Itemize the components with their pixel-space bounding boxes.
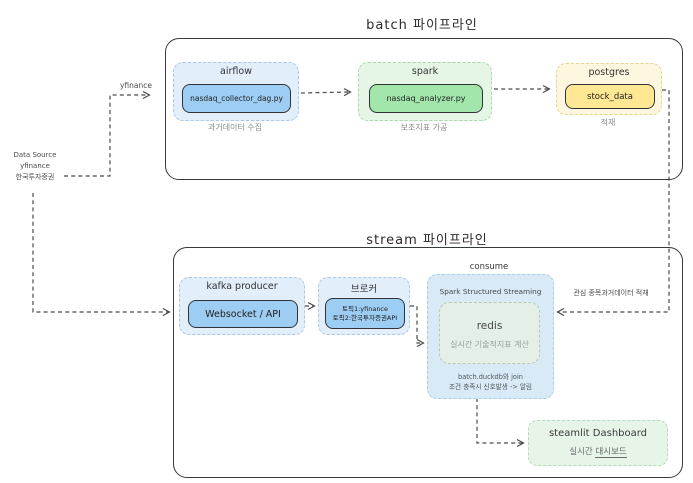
airflow-caption: 과거데이터 수집	[207, 123, 263, 132]
kafka-producer-label: kafka producer	[206, 281, 278, 292]
consume-group[interactable]: Spark Structured Streaming redis 실시간 기술적…	[427, 274, 554, 399]
airflow-group[interactable]: airflow nasdaq_collector_dag.py	[173, 62, 299, 121]
spark-job-node[interactable]: nasdaq_analyzer.py	[369, 84, 483, 113]
data-source-line1: Data Source	[13, 151, 57, 159]
batch-pipeline-title: batch 파이프라인	[366, 18, 478, 33]
redis-caption: 실시간 기술적지표 계산	[450, 340, 529, 349]
stream-pipeline-frame[interactable]	[173, 247, 683, 478]
kafka-producer-group[interactable]: kafka producer Websocket / API	[179, 277, 305, 335]
postgres-label: postgres	[588, 67, 630, 78]
broker-group[interactable]: 브로커 토픽1:yfinance 토픽2:한국투자증권API	[318, 277, 410, 335]
dashboard-caption-emph: 대시보드	[595, 447, 627, 458]
edge-datasource-to-kafka[interactable]	[32, 193, 171, 317]
broker-label: 브로커	[350, 284, 378, 295]
join-note: batch.duckdb와 join	[458, 373, 523, 381]
dashboard-title: steamlit Dashboard	[548, 428, 648, 439]
broker-topic1: 토픽1:yfinance	[341, 305, 389, 314]
broker-topics-node[interactable]: 토픽1:yfinance 토픽2:한국투자증권API	[325, 298, 405, 329]
yfinance-edge-label: yfinance	[119, 81, 152, 90]
signal-note: 조건 충족시 신호발생 -> 알림	[448, 383, 533, 391]
websocket-api-node[interactable]: Websocket / API	[188, 300, 298, 328]
dashboard-caption: 실시간 대시보드	[529, 445, 667, 458]
edge-datasource-to-airflow[interactable]	[64, 90, 151, 177]
postgres-caption: 적재	[600, 118, 616, 127]
spark-streaming-label: Spark Structured Streaming	[439, 287, 542, 296]
spark-label: spark	[411, 66, 439, 77]
spark-caption: 보조지표 가공	[400, 123, 448, 132]
postgres-group[interactable]: postgres stock_data	[556, 63, 662, 115]
stream-pipeline-title: stream 파이프라인	[366, 233, 488, 248]
dashboard-caption-prefix: 실시간	[569, 447, 596, 457]
consume-label: consume	[469, 262, 509, 272]
redis-label: redis	[476, 320, 503, 332]
redis-node[interactable]: redis 실시간 기술적지표 계산	[439, 302, 540, 364]
spark-group[interactable]: spark nasdaq_analyzer.py	[358, 62, 492, 121]
data-source-label: Data Source yfinance 한국투자증권	[4, 150, 66, 183]
broker-topic2: 토픽2:한국투자증권API	[332, 313, 398, 322]
watchlist-edge-label: 관심 종목과거데이터 적재	[573, 289, 649, 297]
data-source-line2: yfinance	[20, 162, 50, 170]
airflow-label: airflow	[220, 66, 252, 77]
airflow-dag-node[interactable]: nasdaq_collector_dag.py	[182, 84, 291, 113]
batch-pipeline-frame[interactable]	[165, 38, 683, 180]
streamlit-dashboard-group[interactable]: steamlit Dashboard 실시간 대시보드	[528, 420, 668, 466]
stock-data-node[interactable]: stock_data	[565, 84, 655, 109]
data-source-line3: 한국투자증권	[15, 173, 55, 181]
